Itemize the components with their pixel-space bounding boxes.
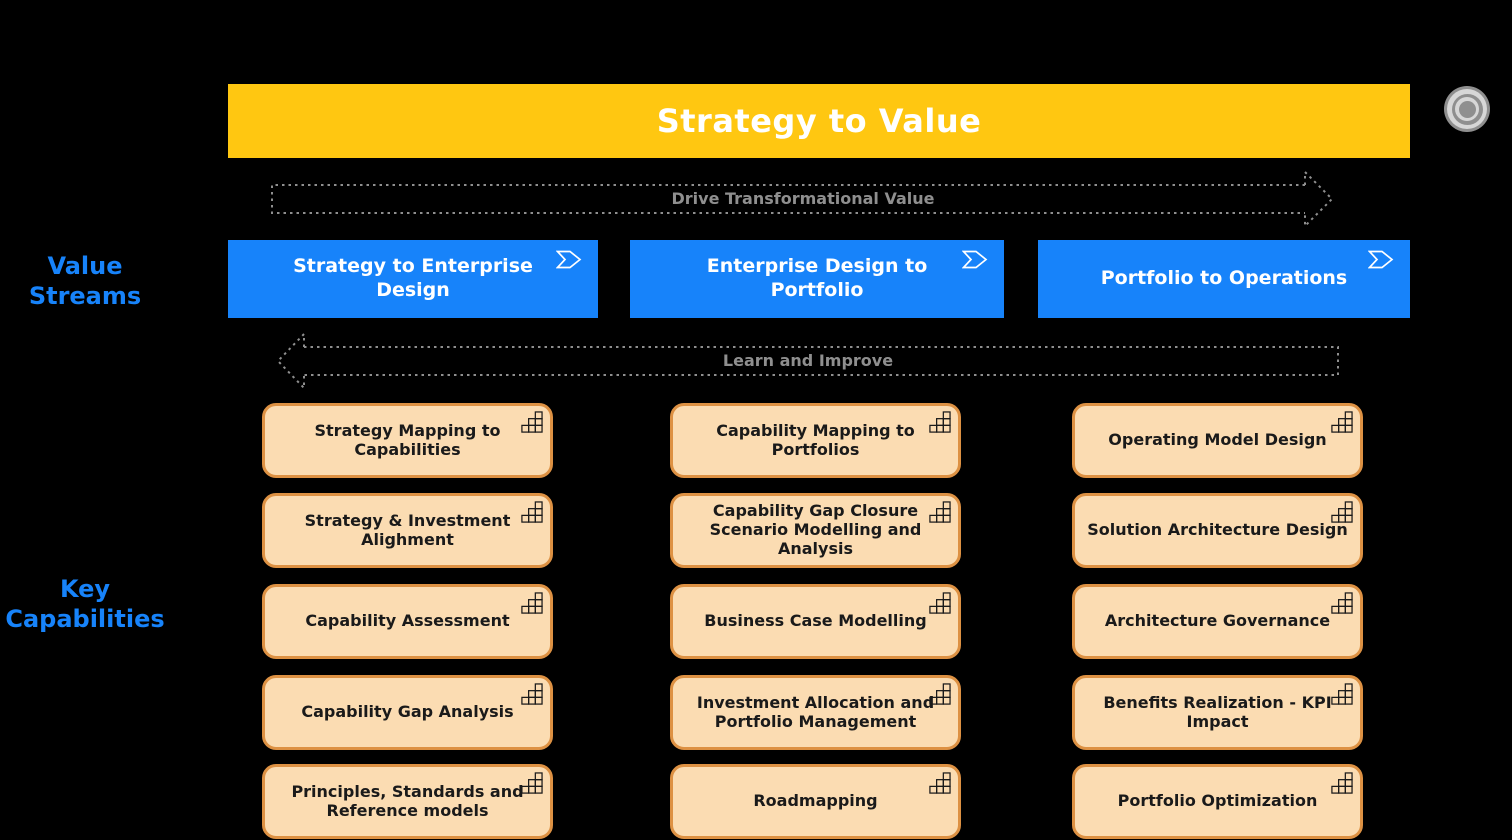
capability-card[interactable]: Portfolio Optimization [1072,764,1363,839]
target-ring [1451,93,1483,125]
capability-card[interactable]: Benefits Realization - KPI Impact [1072,675,1363,750]
row-label-key-capabilities: Key Capabilities [5,575,165,633]
forward-arrow [271,169,1334,229]
capability-card[interactable]: Investment Allocation and Portfolio Mana… [670,675,961,750]
capability-label: Capability Gap Closure Scenario Modellin… [709,501,922,558]
capability-card[interactable]: Operating Model Design [1072,403,1363,478]
capability-label: Portfolio Optimization [1117,791,1318,811]
capability-card[interactable]: Capability Gap Analysis [262,675,553,750]
capability-label: Business Case Modelling [704,611,927,631]
capability-card[interactable]: Strategy Mapping to Capabilities [262,403,553,478]
capability-card[interactable]: Principles, Standards and Reference mode… [262,764,553,839]
forward-arrow-label: Drive Transformational Value [671,189,935,208]
capability-grid-icon [520,592,543,615]
capability-label: Solution Architecture Design [1087,520,1348,540]
value-stream-chevron-icon [555,250,582,269]
capability-label: Principles, Standards and Reference mode… [291,781,524,820]
capability-label: Capability Gap Analysis [301,702,514,722]
capability-grid-icon [520,772,543,795]
capability-grid-icon [1330,592,1353,615]
capability-grid-icon [520,683,543,706]
value-stream-strategy-to-enterprise-design[interactable]: Strategy to Enterprise Design [228,240,598,318]
capability-card[interactable]: Solution Architecture Design [1072,493,1363,568]
value-stream-label: Portfolio to Operations [1100,267,1348,290]
target-center [1458,100,1476,118]
capability-grid-icon [928,411,951,434]
capability-grid-icon [928,683,951,706]
capability-label: Capability Mapping to Portfolios [716,420,915,459]
title-banner: Strategy to Value [228,84,1410,158]
value-stream-portfolio-to-operations[interactable]: Portfolio to Operations [1038,240,1410,318]
concentric-target-icon [1444,86,1490,132]
feedback-arrow-label: Learn and Improve [722,351,894,370]
capability-grid-icon [520,411,543,434]
capability-grid-icon [1330,683,1353,706]
row-label-value-streams: Value Streams [28,252,142,310]
capability-card[interactable]: Capability Assessment [262,584,553,659]
page-title: Strategy to Value [656,102,982,140]
capability-label: Architecture Governance [1104,611,1331,631]
capability-label: Strategy Mapping to Capabilities [314,420,501,459]
capability-label: Operating Model Design [1108,430,1327,450]
capability-grid-icon [928,501,951,524]
capability-label: Roadmapping [753,791,878,811]
capability-grid-icon [928,772,951,795]
capability-card[interactable]: Capability Gap Closure Scenario Modellin… [670,493,961,568]
value-stream-label: Strategy to Enterprise Design [293,255,533,301]
target-ring [1455,97,1479,121]
target-ring [1447,89,1487,129]
capability-card[interactable]: Business Case Modelling [670,584,961,659]
capability-grid-icon [928,592,951,615]
capability-label: Capability Assessment [305,611,510,631]
capability-card[interactable]: Strategy & Investment Alighment [262,493,553,568]
capability-grid-icon [1330,772,1353,795]
capability-grid-icon [520,501,543,524]
capability-card[interactable]: Architecture Governance [1072,584,1363,659]
value-stream-chevron-icon [1367,250,1394,269]
value-stream-chevron-icon [961,250,988,269]
capability-grid-icon [1330,501,1353,524]
value-stream-label: Enterprise Design to Portfolio [706,255,928,301]
capability-label: Investment Allocation and Portfolio Mana… [696,692,935,731]
feedback-arrow [276,331,1339,391]
value-stream-enterprise-design-to-portfolio[interactable]: Enterprise Design to Portfolio [630,240,1004,318]
capability-label: Strategy & Investment Alighment [304,510,511,549]
capability-label: Benefits Realization - KPI Impact [1103,692,1332,731]
capability-card[interactable]: Capability Mapping to Portfolios [670,403,961,478]
capability-card[interactable]: Roadmapping [670,764,961,839]
capability-grid-icon [1330,411,1353,434]
